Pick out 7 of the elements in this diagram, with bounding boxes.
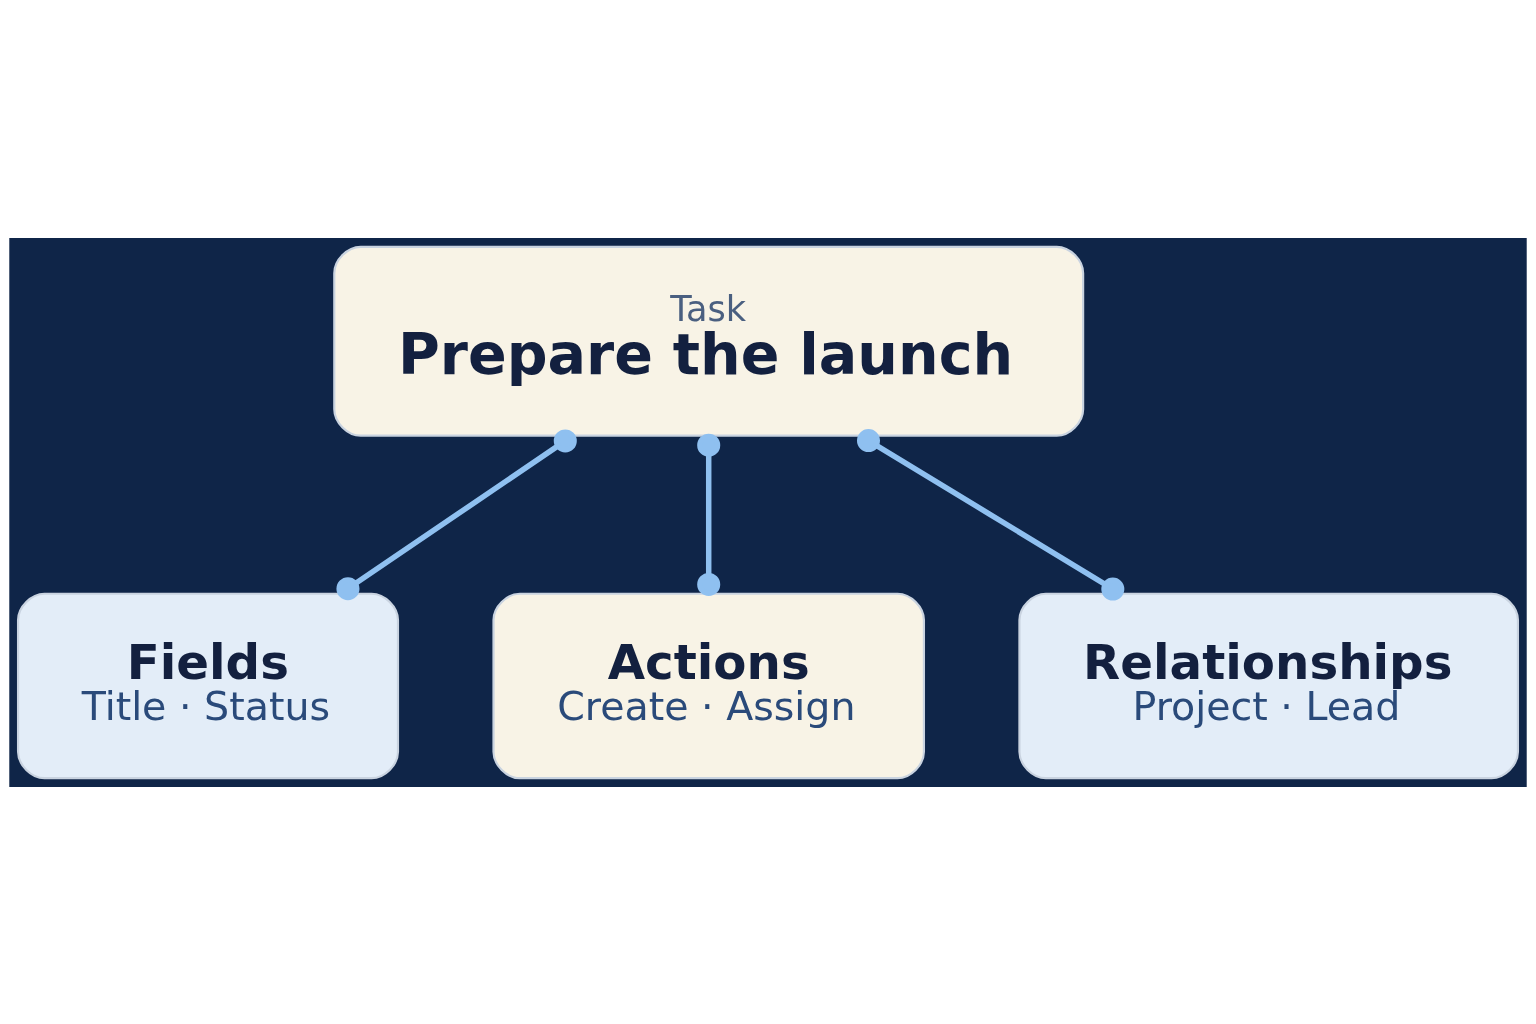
node-box: Task Prepare the launch <box>333 245 1085 437</box>
connector <box>336 428 577 600</box>
connector <box>697 433 721 596</box>
connector <box>856 428 1125 601</box>
node-box: Fields Title · Status <box>16 592 400 779</box>
node-box: Actions Create · Assign <box>492 592 925 779</box>
node-box: Relationships Project · Lead <box>1018 592 1520 779</box>
